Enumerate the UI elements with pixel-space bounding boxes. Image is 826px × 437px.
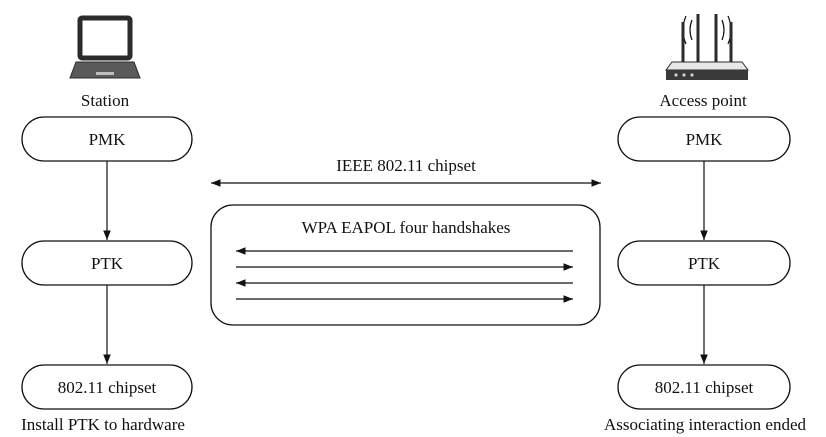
station-ptk-label: PTK <box>91 254 124 273</box>
ap-chipset-label: 802.11 chipset <box>655 378 754 397</box>
station-label: Station <box>81 91 130 110</box>
router-icon <box>665 14 749 80</box>
station-chipset-label: 802.11 chipset <box>58 378 157 397</box>
ap-pmk-label: PMK <box>686 130 724 149</box>
handshake-arrows <box>236 247 573 303</box>
handshake-box <box>210 204 601 326</box>
ap-caption: Associating interaction ended <box>604 415 807 434</box>
laptop-icon <box>69 15 141 79</box>
station-chipset-box <box>21 364 193 410</box>
link-label: IEEE 802.11 chipset <box>336 156 476 175</box>
station-caption: Install PTK to hardware <box>21 415 185 434</box>
access-point-label: Access point <box>659 91 747 110</box>
ap-ptk-label: PTK <box>688 254 721 273</box>
station-pmk-label: PMK <box>89 130 127 149</box>
ap-chipset-box <box>617 364 791 410</box>
handshake-title: WPA EAPOL four handshakes <box>302 218 511 237</box>
